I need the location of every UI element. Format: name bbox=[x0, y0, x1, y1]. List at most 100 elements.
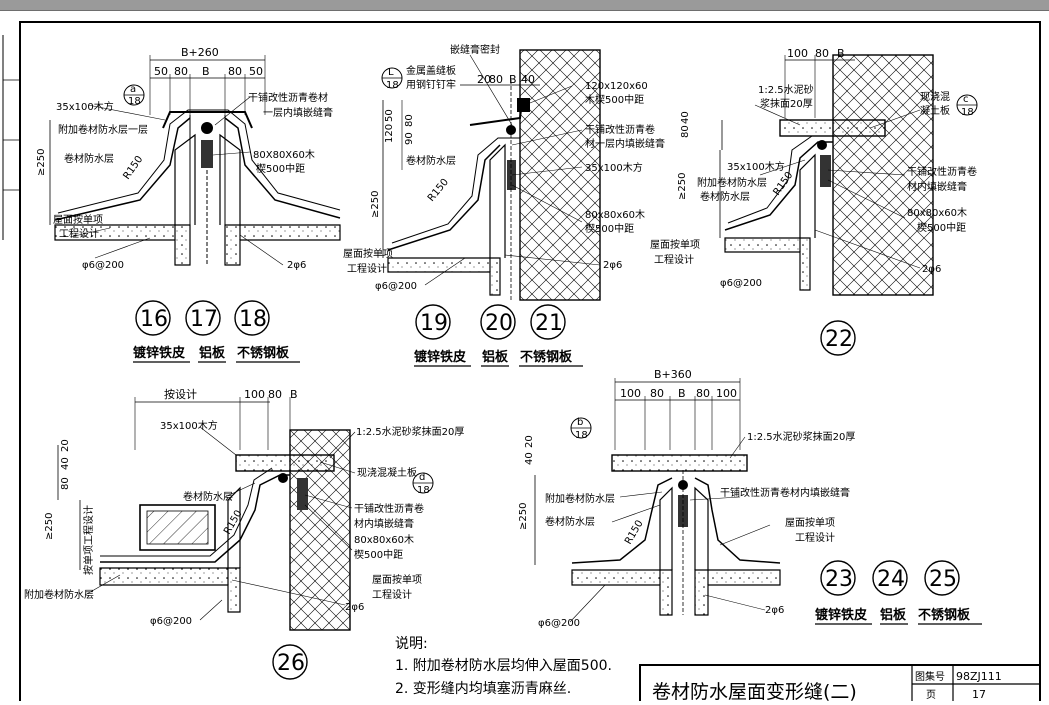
d16-label-10: φ6@200 bbox=[82, 260, 124, 271]
d23-side-dim-0: 20 bbox=[524, 435, 535, 448]
d26-top-dim-0: 按设计 bbox=[164, 387, 197, 401]
d16-label-6: 80X80X60木 bbox=[253, 149, 315, 161]
d26-top-dim-1: 100 bbox=[244, 388, 265, 401]
d22-side-dim-1: 40 bbox=[680, 111, 691, 124]
d19-height-dim: ≥250 bbox=[370, 191, 381, 218]
detail-16-18 bbox=[49, 55, 341, 266]
d19-label-1: 金属盖缝板 bbox=[406, 64, 456, 77]
d26-label-4: R150 bbox=[222, 508, 245, 536]
d26-label-8: 楔500中距 bbox=[354, 548, 403, 561]
title-block-title: 卷材防水屋面变形缝(二) bbox=[652, 681, 857, 701]
d16-number-2: 18 bbox=[239, 307, 267, 332]
detail-22 bbox=[719, 54, 978, 296]
d23-dim-2: 80 bbox=[650, 387, 664, 400]
d16-dim-4: 80 bbox=[228, 65, 242, 78]
d26-height-dim: ≥250 bbox=[44, 513, 55, 540]
d16-number-1: 17 bbox=[190, 307, 218, 332]
d23-number-2: 25 bbox=[929, 567, 957, 592]
d16-material-0: 镀锌铁皮 bbox=[133, 345, 185, 361]
d22-label-15: 2φ6 bbox=[922, 264, 941, 275]
d26-label-7: 80x80x60木 bbox=[354, 534, 414, 546]
d23-label-1: 附加卷材防水层 bbox=[545, 492, 615, 505]
d23-dim-4: 80 bbox=[696, 387, 710, 400]
d22-label-9: R150 bbox=[771, 170, 795, 198]
d19-label-8: 卷材防水层 bbox=[406, 154, 456, 167]
d19-side-dim-0: 120 bbox=[384, 124, 395, 143]
d19-number-2: 21 bbox=[535, 311, 563, 336]
d26-side-dim-2: 80 bbox=[60, 477, 71, 490]
d26-label-12: φ6@200 bbox=[150, 616, 192, 627]
d22-callout-sheet: 18 bbox=[961, 107, 974, 118]
title-block-atlas-label: 图集号 bbox=[915, 670, 945, 683]
d16-dim-2: 80 bbox=[174, 65, 188, 78]
d22-label-0: 1:2.5水泥砂 bbox=[758, 83, 814, 96]
d19-label-13: 工程设计 bbox=[347, 262, 387, 275]
d22-label-3: 凝土板 bbox=[920, 104, 950, 117]
d19-material-0: 镀锌铁皮 bbox=[414, 349, 466, 365]
d22-side-dim-0: 80 bbox=[680, 125, 691, 138]
d16-callout-num: a bbox=[130, 84, 136, 95]
d22-label-6: 35x100木方 bbox=[727, 160, 785, 173]
d16-label-8: 屋面按单项 bbox=[53, 213, 103, 226]
d16-dim-5: 50 bbox=[249, 65, 263, 78]
d16-callout-sheet: 18 bbox=[128, 96, 141, 107]
d23-material-2: 不锈钢板 bbox=[918, 607, 971, 623]
d22-top-dim-2: B bbox=[837, 47, 845, 60]
d22-label-12: 屋面按单项 bbox=[650, 238, 700, 251]
d16-top-dim: B+260 bbox=[181, 46, 219, 59]
detail-19-21 bbox=[381, 49, 601, 301]
d22-top-dim-0: 100 bbox=[787, 47, 808, 60]
d23-label-5: 屋面按单项 bbox=[785, 516, 835, 529]
d22-height-dim: ≥250 bbox=[677, 173, 688, 200]
notes-heading: 说明: bbox=[395, 636, 428, 652]
d22-label-4: 干铺改性沥青卷 bbox=[907, 165, 977, 178]
d22-label-11: 楔500中距 bbox=[917, 221, 966, 234]
notes-item-1: 1. 附加卷材防水层均伸入屋面500. bbox=[395, 658, 612, 674]
drawing-canvas: B+260 50 80 B 80 50 a 18 35x100木方 干铺改性沥青… bbox=[2, 21, 1041, 705]
notes-item-2: 2. 变形缝内均填塞沥青麻丝. bbox=[395, 680, 571, 697]
d19-label-11: 楔500中距 bbox=[585, 222, 634, 235]
d16-dim-3: B bbox=[202, 65, 210, 78]
d26-callout-num: d bbox=[419, 472, 425, 483]
d22-top-dim-1: 80 bbox=[815, 47, 829, 60]
d26-top-dim-3: B bbox=[290, 388, 298, 401]
d23-dim-1: 100 bbox=[620, 387, 641, 400]
drawing-sheet: B+260 50 80 B 80 50 a 18 35x100木方 干铺改性沥青… bbox=[0, 10, 1049, 705]
d19-label-14: φ6@200 bbox=[375, 281, 417, 292]
d26-side-dim-0: 20 bbox=[60, 439, 71, 452]
d22-number: 22 bbox=[825, 327, 853, 352]
d22-callout-num: c bbox=[963, 94, 969, 105]
d19-side-dim-2: 90 bbox=[404, 132, 415, 145]
d16-label-0: 35x100木方 bbox=[56, 100, 114, 113]
d22-label-14: φ6@200 bbox=[720, 278, 762, 289]
d16-label-5: R150 bbox=[121, 154, 145, 182]
d16-label-11: 2φ6 bbox=[287, 260, 306, 271]
d19-top-dim-1: 80 bbox=[489, 73, 503, 86]
title-block bbox=[639, 664, 1041, 705]
d23-material-0: 镀锌铁皮 bbox=[815, 607, 867, 623]
d16-number-0: 16 bbox=[140, 307, 168, 332]
title-block-page-label: 页 bbox=[926, 689, 936, 701]
detail-26 bbox=[57, 397, 434, 631]
d16-label-9: 工程设计 bbox=[59, 227, 99, 240]
d23-side-dim-1: 40 bbox=[524, 452, 535, 465]
d16-dim-1: 50 bbox=[154, 65, 168, 78]
d22-label-2: 现浇混 bbox=[920, 90, 950, 103]
d23-callout-num: b bbox=[577, 417, 583, 428]
d22-label-13: 工程设计 bbox=[654, 253, 694, 266]
d23-number-0: 23 bbox=[825, 567, 853, 592]
d19-label-12: 屋面按单项 bbox=[343, 247, 393, 260]
d26-label-0: 35x100木方 bbox=[160, 419, 218, 432]
d16-material-1: 铝板 bbox=[199, 345, 226, 361]
d23-label-0: 1:2.5水泥砂浆抹面20厚 bbox=[747, 430, 855, 443]
d16-label-3: 附加卷材防水层一层 bbox=[58, 123, 148, 136]
d19-label-15: 2φ6 bbox=[603, 260, 622, 271]
d23-label-7: φ6@200 bbox=[538, 618, 580, 629]
d19-callout-num: L bbox=[388, 67, 394, 78]
d19-material-1: 铝板 bbox=[482, 349, 509, 365]
d26-label-2: 现浇混凝土板 bbox=[357, 466, 417, 479]
d23-callout-sheet: 18 bbox=[575, 430, 588, 441]
d23-number-1: 24 bbox=[877, 567, 905, 592]
title-block-atlas-no: 98ZJ111 bbox=[956, 670, 1002, 683]
d26-label-3: 卷材防水层 bbox=[183, 490, 233, 503]
